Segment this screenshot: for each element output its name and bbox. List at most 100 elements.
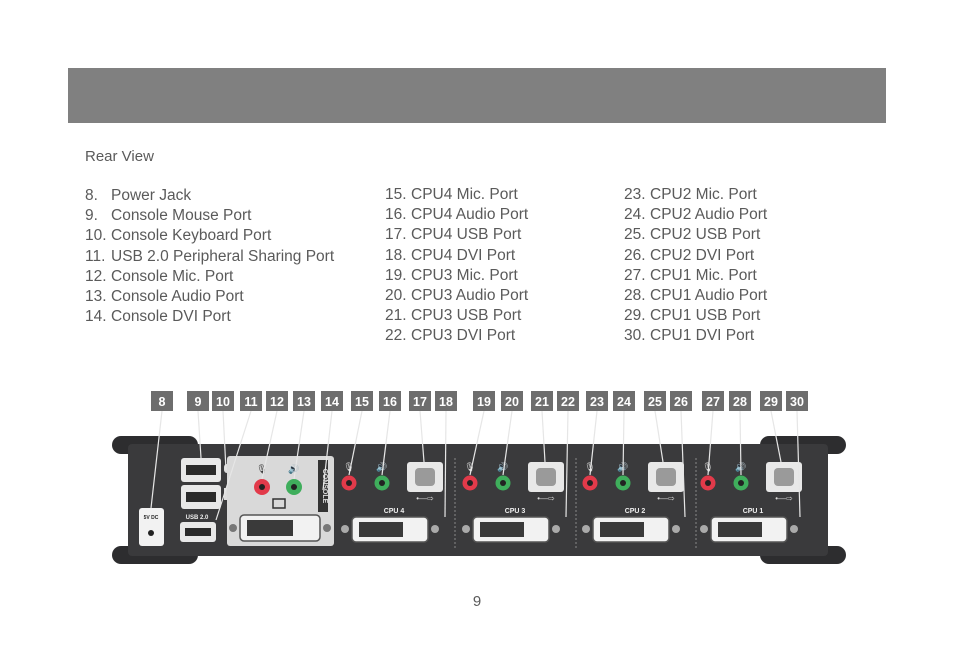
item-label: Console DVI Port <box>111 308 231 326</box>
callout-leader-line <box>381 410 391 476</box>
callout-number: 30 <box>790 395 804 409</box>
cpu-dvi-screw-left <box>341 525 349 533</box>
item-label: CPU3 Audio Port <box>411 286 529 304</box>
callout-box <box>409 391 431 411</box>
callout-leader-line <box>541 410 546 463</box>
callout-number: 21 <box>535 395 549 409</box>
item-number: 22. <box>385 327 407 345</box>
callout-leader-line <box>770 410 782 463</box>
callout-box <box>351 391 373 411</box>
callout-box <box>151 391 173 411</box>
list-item: 20.CPU3 Audio Port <box>385 286 528 306</box>
item-label: CPU4 Audio Port <box>411 206 529 224</box>
callout-leader-line <box>589 410 598 476</box>
cpu-label: CPU 2 <box>625 508 646 515</box>
cpu-audio-port-hole <box>379 480 385 486</box>
item-number: 30. <box>624 327 646 345</box>
callout-box <box>266 391 288 411</box>
list-item: 26.CPU2 DVI Port <box>624 246 767 266</box>
item-number: 21. <box>385 307 407 325</box>
item-number: 14. <box>85 308 107 326</box>
item-label: CPU1 DVI Port <box>650 327 755 345</box>
port-list-column-3: 23.CPU2 Mic. Port 24.CPU2 Audio Port 25.… <box>624 185 767 347</box>
callout-number: 24 <box>617 395 631 409</box>
cpu-mic-icon: 🎙 <box>343 462 354 472</box>
callout-number: 22 <box>561 395 575 409</box>
list-item: 10.Console Keyboard Port <box>85 226 334 246</box>
callout-leader-line <box>444 410 447 518</box>
monitor-icon <box>272 498 286 509</box>
callout-leader-line <box>150 410 163 509</box>
item-label: CPU4 USB Port <box>411 226 522 244</box>
item-label: CPU1 Audio Port <box>650 286 768 304</box>
callout-box <box>729 391 751 411</box>
cpu-mic-icon: 🎙 <box>584 462 595 472</box>
cpu-speaker-icon: 🔊 <box>497 461 508 473</box>
callout-leader-line <box>796 410 801 518</box>
list-item: 15.CPU4 Mic. Port <box>385 185 528 205</box>
callout-number: 25 <box>648 395 662 409</box>
item-number: 13. <box>85 287 107 305</box>
list-item: 9.Console Mouse Port <box>85 206 334 226</box>
cpu-mic-icon: 🎙 <box>464 462 475 472</box>
console-dvi-pins <box>247 520 293 536</box>
usb-2-label: USB 2.0 <box>186 515 209 521</box>
item-number: 16. <box>385 206 407 224</box>
cpu-dvi-pins <box>600 522 644 537</box>
console-mic-icon: 🎙 <box>256 464 267 474</box>
callout-number: 9 <box>195 395 202 409</box>
item-label: CPU4 Mic. Port <box>411 186 518 203</box>
item-label: Console Mouse Port <box>111 207 252 225</box>
callout-number: 17 <box>413 395 427 409</box>
power-jack-pin <box>148 530 154 536</box>
callout-number: 10 <box>216 395 230 409</box>
usb-sharing-port-slot <box>185 528 211 536</box>
callout-leader-line <box>222 410 227 471</box>
cpu-dvi-screw-right <box>672 525 680 533</box>
cpu-dvi-screw-left <box>700 525 708 533</box>
callout-number: 23 <box>590 395 604 409</box>
cpu-usb-b-socket <box>415 468 435 486</box>
list-item: 23.CPU2 Mic. Port <box>624 185 767 205</box>
callout-box <box>670 391 692 411</box>
list-item: 19.CPU3 Mic. Port <box>385 266 528 286</box>
cpu-mic-port-hole <box>705 480 711 486</box>
item-label: Console Audio Port <box>111 287 244 305</box>
console-dvi-screw-right <box>323 524 331 532</box>
callout-box <box>702 391 724 411</box>
console-dvi-screw-left <box>229 524 237 532</box>
list-item: 14.Console DVI Port <box>85 307 334 327</box>
item-number: 19. <box>385 266 407 284</box>
usb-icon: •—⇨ <box>537 494 555 503</box>
callout-number: 26 <box>674 395 688 409</box>
callout-box <box>435 391 457 411</box>
item-number: 27. <box>624 266 646 284</box>
cpu-mic-port-hole <box>346 480 352 486</box>
console-audio-port-hole <box>291 484 297 490</box>
callout-box <box>557 391 579 411</box>
usb-icon: •—⇨ <box>416 494 434 503</box>
cpu-usb-b-socket <box>536 468 556 486</box>
cpu-mic-icon: 🎙 <box>702 462 713 472</box>
item-label: Console Keyboard Port <box>111 227 272 245</box>
callout-box <box>613 391 635 411</box>
cpu-audio-port-hole <box>738 480 744 486</box>
item-number: 12. <box>85 267 107 285</box>
item-number: 17. <box>385 226 407 244</box>
list-item: 25.CPU2 USB Port <box>624 225 767 245</box>
item-label: CPU2 DVI Port <box>650 246 755 264</box>
cpu-dvi-pins <box>718 522 762 537</box>
callout-number: 18 <box>439 395 453 409</box>
callout-number: 28 <box>733 395 747 409</box>
list-item: 27.CPU1 Mic. Port <box>624 266 767 286</box>
callout-box <box>786 391 808 411</box>
item-label: CPU2 Mic. Port <box>650 186 757 203</box>
item-label: USB 2.0 Peripheral Sharing Port <box>111 247 335 265</box>
item-number: 18. <box>385 246 407 264</box>
cpu-label: CPU 4 <box>384 508 405 515</box>
usb-icon: •—⇨ <box>775 494 793 503</box>
list-item: 17.CPU4 USB Port <box>385 225 528 245</box>
callout-leader-line <box>261 410 278 480</box>
console-keyboard-port-slot <box>186 492 216 502</box>
callout-number: 16 <box>383 395 397 409</box>
